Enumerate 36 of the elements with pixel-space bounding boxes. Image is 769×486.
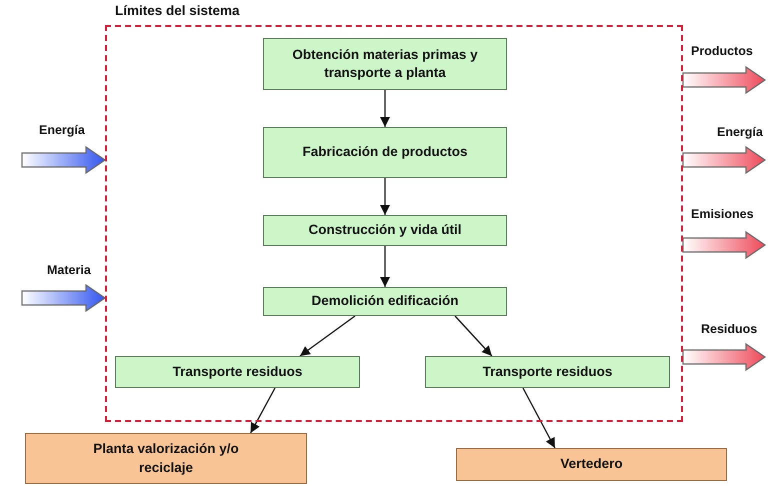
arrow <box>380 246 390 287</box>
block-arrow <box>682 230 766 260</box>
box-text: Obtención materias primas y transporte a planta <box>291 46 479 82</box>
process-box <box>425 356 670 388</box>
process-box <box>263 38 507 90</box>
edge-label: Energía <box>38 123 86 137</box>
block-arrow <box>682 342 766 372</box>
arrow <box>250 388 276 434</box>
process-box <box>25 433 307 484</box>
arrow <box>522 388 556 448</box>
box-text: Fabricación de productos <box>301 143 469 162</box>
edge-label: Materia <box>46 263 92 277</box>
block-arrow <box>21 146 106 174</box>
edge-label: Residuos <box>700 322 758 336</box>
edge-label: Energía <box>716 125 764 139</box>
boundary-title: Límites del sistema <box>115 3 240 18</box>
box-text: Vertedero <box>559 455 624 474</box>
process-box <box>263 127 507 178</box>
arrow <box>380 90 390 127</box>
block-arrow <box>682 146 766 174</box>
box-text: Planta valorización y/o reciclaje <box>92 440 240 477</box>
box-text: Demolición edificación <box>310 292 460 310</box>
edge-label: Emisiones <box>690 207 755 221</box>
arrow <box>454 316 492 356</box>
edge-label: Productos <box>690 44 754 58</box>
arrow <box>300 315 356 357</box>
box-text: Transporte residuos <box>172 362 304 381</box>
process-box <box>115 356 360 388</box>
process-box <box>263 215 507 246</box>
arrow <box>380 178 390 215</box>
block-arrow <box>682 66 766 94</box>
process-box <box>263 287 507 316</box>
process-box <box>456 448 727 481</box>
box-text: Construcción y vida útil <box>307 221 463 240</box>
box-text: Transporte residuos <box>482 362 614 381</box>
block-arrow <box>21 284 106 312</box>
